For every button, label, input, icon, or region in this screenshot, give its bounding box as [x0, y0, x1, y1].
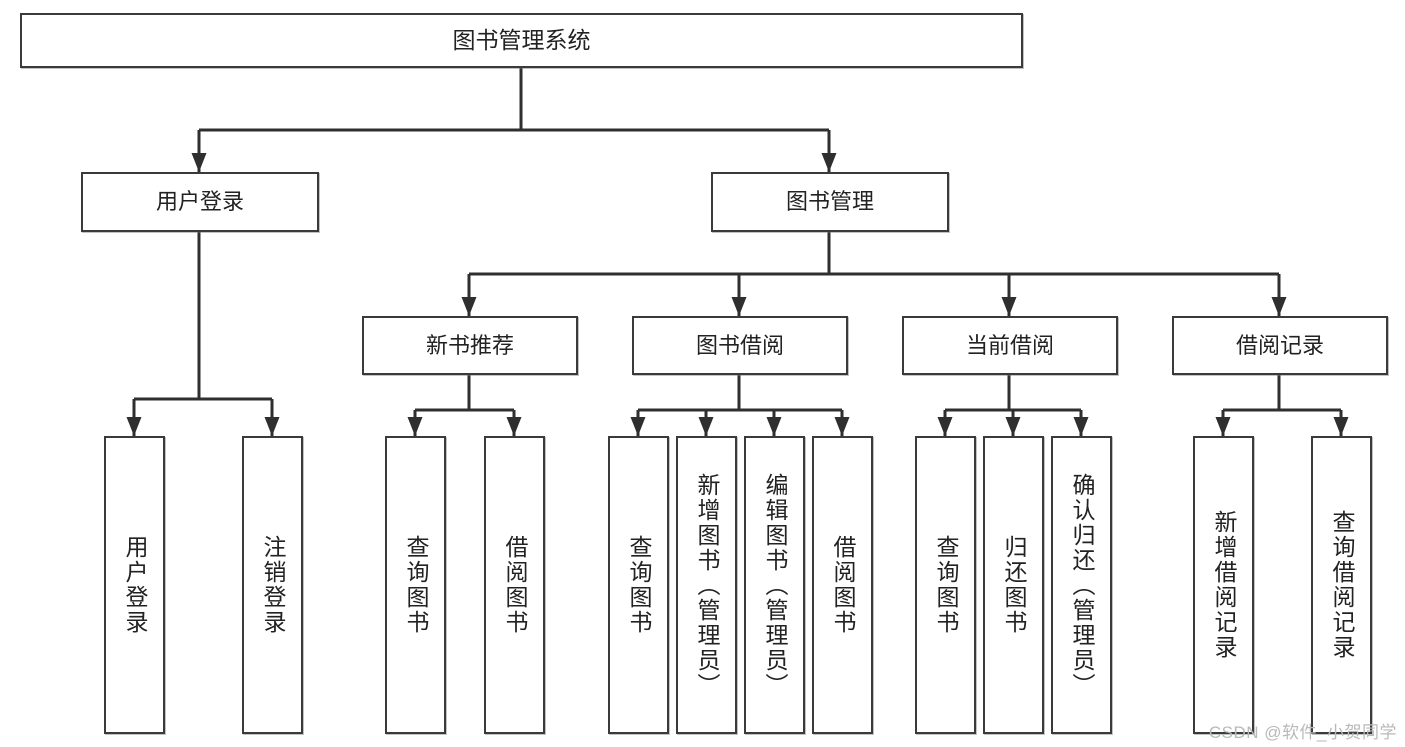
node-current-borrow[interactable]: 当前借阅 — [902, 316, 1118, 375]
node-label: 查询图书 — [403, 535, 429, 635]
node-leaf-query-book-current[interactable]: 查询图书 — [915, 436, 976, 734]
watermark: CSDN @软件_小贺同学 — [1208, 723, 1397, 742]
node-leaf-confirm-return-admin[interactable]: 确认归还（管理员） — [1051, 436, 1112, 734]
node-label: 查询图书 — [626, 535, 652, 635]
arrowhead-book-borrow-to-leaves-1 — [698, 417, 714, 436]
node-label: 图书借阅 — [695, 332, 784, 358]
node-label: 借阅图书 — [830, 535, 856, 635]
node-label: 当前借阅 — [965, 332, 1054, 358]
arrowhead-level2-to-level3-3 — [1271, 297, 1287, 316]
arrowhead-current-borrow-to-leaves-2 — [1073, 417, 1089, 436]
node-label: 归还图书 — [1001, 535, 1027, 635]
node-leaf-query-book-recommend[interactable]: 查询图书 — [385, 436, 446, 734]
node-book-management[interactable]: 图书管理 — [711, 172, 949, 232]
node-label: 图书管理系统 — [452, 26, 591, 53]
node-leaf-borrow-book[interactable]: 借阅图书 — [812, 436, 873, 734]
node-root[interactable]: 图书管理系统 — [20, 13, 1023, 68]
node-user-login[interactable]: 用户登录 — [81, 172, 319, 232]
node-leaf-add-book-admin[interactable]: 新增图书（管理员） — [676, 436, 737, 734]
node-label: 用户登录 — [122, 535, 148, 635]
node-leaf-query-borrow-record[interactable]: 查询借阅记录 — [1311, 436, 1372, 734]
arrowhead-user-login-to-leaves-1 — [264, 417, 280, 436]
node-label: 注销登录 — [260, 535, 286, 635]
arrowhead-new-book-recommend-to-leaves-1 — [506, 417, 522, 436]
arrowhead-current-borrow-to-leaves-0 — [937, 417, 953, 436]
node-label: 编辑图书（管理员） — [762, 472, 788, 698]
node-leaf-borrow-book-recommend[interactable]: 借阅图书 — [484, 436, 545, 734]
node-leaf-logout-login[interactable]: 注销登录 — [242, 436, 303, 734]
arrowhead-borrow-record-to-leaves-0 — [1215, 417, 1231, 436]
node-label: 确认归还（管理员） — [1069, 472, 1095, 698]
arrowhead-borrow-record-to-leaves-1 — [1333, 417, 1349, 436]
node-borrow-record[interactable]: 借阅记录 — [1172, 316, 1388, 375]
node-leaf-return-book[interactable]: 归还图书 — [983, 436, 1044, 734]
node-label: 新增借阅记录 — [1211, 510, 1237, 660]
arrowhead-root-to-level2-1 — [821, 153, 837, 172]
node-label: 新书推荐 — [425, 332, 514, 358]
node-label: 查询图书 — [933, 535, 959, 635]
arrowhead-new-book-recommend-to-leaves-0 — [407, 417, 423, 436]
node-label: 借阅图书 — [502, 535, 528, 635]
node-label: 新增图书（管理员） — [694, 472, 720, 698]
node-label: 借阅记录 — [1235, 332, 1324, 358]
node-leaf-add-borrow-record[interactable]: 新增借阅记录 — [1193, 436, 1254, 734]
node-label: 用户登录 — [155, 189, 244, 215]
node-book-borrow[interactable]: 图书借阅 — [632, 316, 848, 375]
arrowhead-user-login-to-leaves-0 — [126, 417, 142, 436]
arrowhead-book-borrow-to-leaves-2 — [766, 417, 782, 436]
arrowhead-current-borrow-to-leaves-1 — [1005, 417, 1021, 436]
arrowhead-level2-to-level3-1 — [731, 297, 747, 316]
arrowhead-book-borrow-to-leaves-0 — [630, 417, 646, 436]
arrowhead-level2-to-level3-0 — [461, 297, 477, 316]
arrowhead-root-to-level2-0 — [191, 153, 207, 172]
node-leaf-query-book-borrow[interactable]: 查询图书 — [608, 436, 669, 734]
node-label: 查询借阅记录 — [1329, 510, 1355, 660]
arrowhead-book-borrow-to-leaves-3 — [834, 417, 850, 436]
node-new-book-recommend[interactable]: 新书推荐 — [362, 316, 578, 375]
node-label: 图书管理 — [785, 189, 874, 215]
node-leaf-user-login[interactable]: 用户登录 — [104, 436, 165, 734]
arrowhead-level2-to-level3-2 — [1001, 297, 1017, 316]
node-leaf-edit-book-admin[interactable]: 编辑图书（管理员） — [744, 436, 805, 734]
